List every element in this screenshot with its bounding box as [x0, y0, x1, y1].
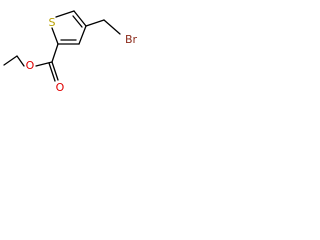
atom-bromine: Br: [125, 33, 138, 46]
bond-c2-s: [51, 27, 59, 45]
bond-carbonyl-o-double-a: [51, 61, 59, 81]
atom-sulfur: S: [49, 16, 56, 29]
bond-c4-ch2: [85, 19, 105, 27]
bond-c5-c4: [73, 10, 87, 27]
atom-oxygen-ester: O: [26, 59, 35, 72]
bond-c4-c3: [78, 25, 87, 45]
bond-c2-carbonyl: [51, 43, 59, 63]
bond-o-ch2: [16, 55, 25, 67]
bond-carbonyl-o-double-b: [48, 62, 56, 82]
bond-s-c5: [55, 10, 75, 18]
bond-carbonyl-o-ester: [35, 61, 53, 67]
bond-ch2-br: [103, 19, 121, 35]
bond-c5-c4-double: [72, 15, 83, 28]
atom-oxygen-carbonyl: O: [56, 81, 65, 94]
molecule-structure: S Br O O: [3, 10, 138, 94]
bond-ch2-ch3: [3, 55, 18, 66]
